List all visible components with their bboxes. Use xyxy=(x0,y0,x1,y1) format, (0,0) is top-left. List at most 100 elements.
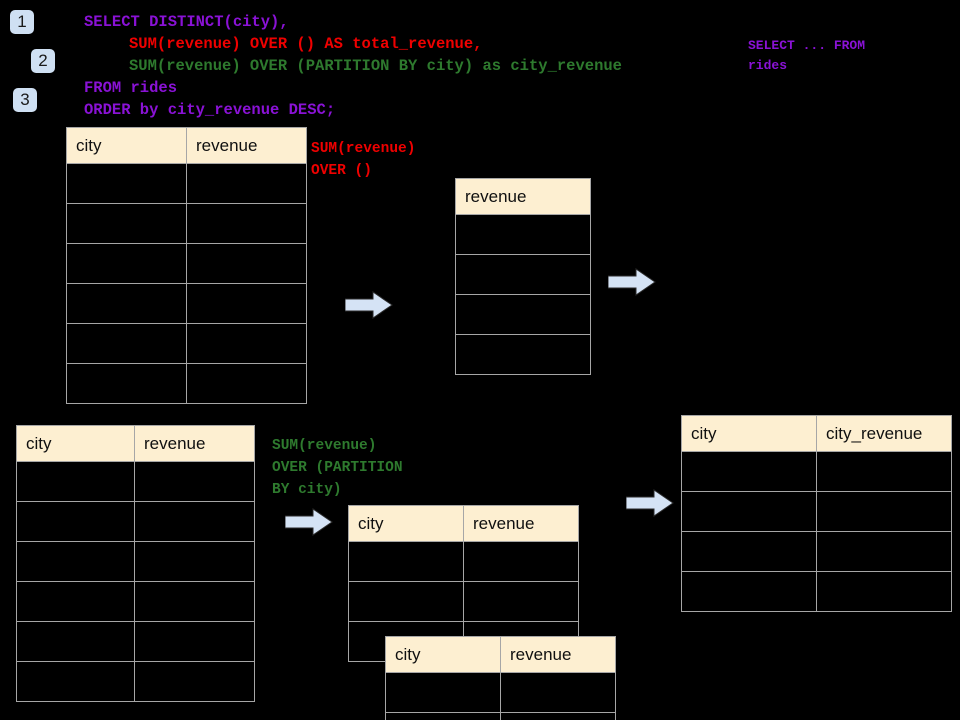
table-row xyxy=(348,581,579,622)
table-cell xyxy=(186,323,307,364)
column-header-city: city xyxy=(681,415,817,452)
table-row xyxy=(66,243,307,284)
column-header-revenue: revenue xyxy=(455,178,591,215)
column-header-city: city xyxy=(385,636,501,673)
sum-over-partition-annotation: SUM(revenue) OVER (PARTITION BY city) xyxy=(272,438,403,498)
step-badge-2: 2 xyxy=(31,49,55,73)
table-cell xyxy=(134,461,255,502)
table-row xyxy=(16,541,255,582)
table-cell xyxy=(16,621,135,662)
table-cell xyxy=(816,571,952,612)
table-cell xyxy=(134,621,255,662)
table-cell xyxy=(348,581,464,622)
column-header-city_revenue: city_revenue xyxy=(816,415,952,452)
table-row xyxy=(455,294,591,335)
table-row xyxy=(66,163,307,204)
table-cell xyxy=(385,672,501,713)
column-header-city: city xyxy=(66,127,187,164)
sum-over-empty-annotation: SUM(revenue) OVER () xyxy=(311,141,416,179)
table-row xyxy=(66,203,307,244)
arrow-source-to-partition xyxy=(284,508,333,541)
table-row xyxy=(66,283,307,324)
table-cell xyxy=(500,672,616,713)
table-row xyxy=(385,672,616,713)
table-row xyxy=(455,214,591,255)
select-from-rides-note-line2: rides xyxy=(748,58,788,73)
table-cell xyxy=(816,451,952,492)
table-row xyxy=(348,541,579,582)
table-cell xyxy=(681,451,817,492)
step-badge-1: 1 xyxy=(10,10,34,34)
table-row xyxy=(66,363,307,404)
column-header-city: city xyxy=(16,425,135,462)
table-row xyxy=(681,491,952,532)
arrow-total-to-result xyxy=(607,268,656,301)
table-cell xyxy=(16,581,135,622)
table-row xyxy=(681,531,952,572)
table-cell xyxy=(816,491,952,532)
column-header-revenue: revenue xyxy=(500,636,616,673)
table-cell xyxy=(816,531,952,572)
table-cell xyxy=(134,661,255,702)
select-from-rides-note: SELECT ... FROM rides xyxy=(748,36,865,76)
table-cell xyxy=(66,243,187,284)
table-cell xyxy=(186,203,307,244)
table-row xyxy=(455,334,591,375)
step-badge-3: 3 xyxy=(13,88,37,112)
sql-line-4: FROM rides xyxy=(84,79,178,97)
table-cell xyxy=(500,712,616,720)
table-cell xyxy=(16,541,135,582)
select-from-rides-note-line1: SELECT ... FROM xyxy=(748,38,866,53)
table-cell xyxy=(455,334,591,375)
table-cell xyxy=(66,363,187,404)
table-cell xyxy=(463,541,579,582)
table-cell xyxy=(186,363,307,404)
table-row xyxy=(681,451,952,492)
table-cell xyxy=(681,571,817,612)
table-row xyxy=(16,581,255,622)
table-row xyxy=(16,461,255,502)
arrow-partition-to-result xyxy=(625,489,674,522)
arrow-source-to-total xyxy=(344,291,393,324)
table-row xyxy=(16,501,255,542)
table-cell xyxy=(681,491,817,532)
table-row xyxy=(16,621,255,662)
table-cell xyxy=(66,323,187,364)
column-header-revenue: revenue xyxy=(463,505,579,542)
table-cell xyxy=(16,661,135,702)
table-row xyxy=(681,571,952,612)
table-cell xyxy=(66,283,187,324)
table-cell xyxy=(186,243,307,284)
sql-line-1: SELECT DISTINCT(city), xyxy=(84,13,289,31)
table-cell xyxy=(186,283,307,324)
table-row xyxy=(16,661,255,702)
column-header-revenue: revenue xyxy=(186,127,307,164)
table-cell xyxy=(385,712,501,720)
table-cell xyxy=(66,203,187,244)
table-cell xyxy=(134,581,255,622)
table-cell xyxy=(66,163,187,204)
table-row xyxy=(66,323,307,364)
table-row xyxy=(385,712,616,720)
table-cell xyxy=(16,461,135,502)
table-total-revenue: revenue xyxy=(455,178,591,375)
table-header-row: revenue xyxy=(455,178,591,215)
table-cell xyxy=(134,501,255,542)
table-cell xyxy=(348,541,464,582)
sql-query-block: SELECT DISTINCT(city), SUM(revenue) OVER … xyxy=(84,11,622,121)
table-cell xyxy=(186,163,307,204)
column-header-city: city xyxy=(348,505,464,542)
sql-line-3: SUM(revenue) OVER (PARTITION BY city) as… xyxy=(129,57,622,75)
table-cell xyxy=(463,581,579,622)
column-header-revenue: revenue xyxy=(134,425,255,462)
